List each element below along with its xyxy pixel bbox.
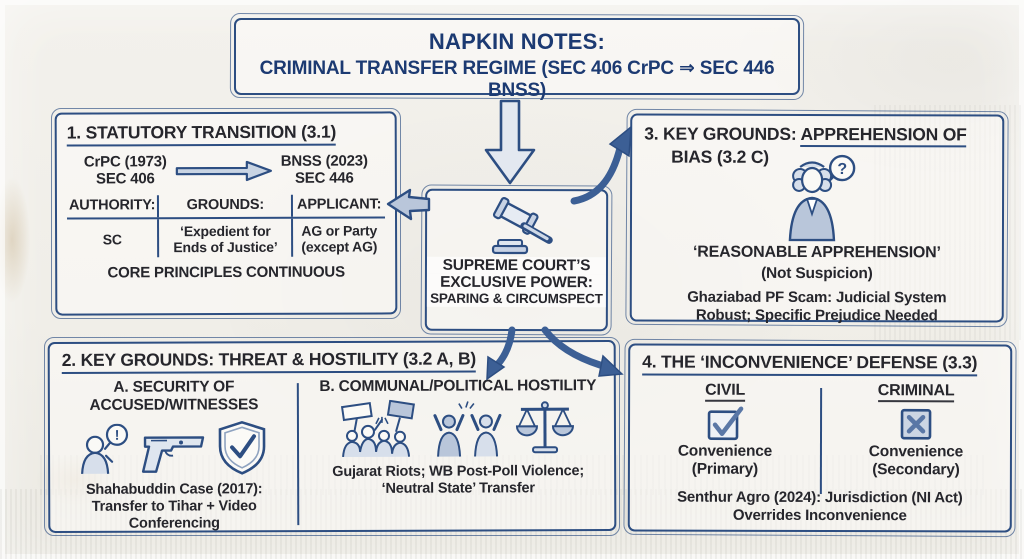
raised-arms-crowd-icon <box>433 400 502 457</box>
center-line2: EXCLUSIVE POWER: <box>426 273 606 292</box>
svg-text:?: ? <box>837 161 847 178</box>
apprehension-of-bias-box: 3. KEY GROUNDS: APPREHENSION OF BIAS (3.… <box>629 113 1005 325</box>
right-block-arrow-icon <box>175 160 272 182</box>
civil-line2: (Primary) <box>691 460 759 478</box>
box3-title-line2: BIAS (3.2 C) <box>671 146 769 167</box>
center-line3: SPARING & CIRCUMSPECT <box>426 290 606 308</box>
col-applicant-header: APPLICANT: <box>292 194 386 218</box>
box1-title: 1. STATUTORY TRANSITION (3.1) <box>66 121 337 147</box>
box3-title-underlined: APPREHENSION OF <box>800 123 967 148</box>
person-alert-icon: ! <box>81 423 129 474</box>
center-hub-box: SUPREME COURT’S EXCLUSIVE POWER: SPARING… <box>424 188 609 332</box>
up-right-arrowhead-icon <box>608 125 632 158</box>
title-banner: NAPKIN NOTES: CRIMINAL TRANSFER REGIME (… <box>234 18 800 101</box>
principles-table: AUTHORITY: GROUNDS: APPLICANT: SC ‘Exped… <box>66 194 386 258</box>
svg-text:!: ! <box>115 427 120 443</box>
page-title: NAPKIN NOTES: <box>428 29 606 54</box>
civil-column: CIVIL Convenience (Primary) <box>634 381 816 478</box>
section-a-note-line2: Transfer to Tihar + Video Conferencing <box>91 498 257 532</box>
section-b-heading: B. COMMUNAL/POLITICAL HOSTILITY <box>319 377 597 396</box>
section-a-heading-line2: ACCUSED/WITNESSES <box>89 395 259 414</box>
security-section: A. SECURITY OF ACCUSED/WITNESSES ! <box>54 378 295 533</box>
section-b-note-line2: ‘Neutral State’ Transfer <box>381 479 535 497</box>
checkbox-check-icon <box>707 406 744 441</box>
checkbox-x-icon <box>900 408 932 440</box>
bnss-section: SEC 446 <box>294 169 354 187</box>
pistol-icon <box>141 436 205 473</box>
box1-footer: CORE PRINCIPLES CONTINUOUS <box>107 263 345 282</box>
hostility-section: B. COMMUNAL/POLITICAL HOSTILITY <box>302 377 614 498</box>
statutory-transition-box: 1. STATUTORY TRANSITION (3.1) CrPC (1973… <box>54 111 398 316</box>
gavel-icon <box>491 196 553 255</box>
applicant-value: AG or Party (except AG) <box>292 217 386 257</box>
down-arrow-icon <box>484 99 536 185</box>
criminal-column: CRIMINAL Convenience (Secondary) <box>824 382 1008 478</box>
protest-signs-icon <box>340 399 415 457</box>
bnss-label: BNSS (2023) <box>280 152 368 170</box>
crpc-label: CrPC (1973) <box>83 153 167 171</box>
section-a-note-line1: Shahabuddin Case (2017): <box>85 481 263 498</box>
authority-value: SC <box>102 231 122 248</box>
crpc-section: SEC 406 <box>96 170 155 188</box>
box3-title-pre: 3. KEY GROUNDS: <box>644 123 801 144</box>
inconvenience-defense-box: 4. THE ‘INCONVENIENCE’ DEFENSE (3.3) CIV… <box>627 343 1013 533</box>
box2-column-divider <box>296 383 300 526</box>
box3-note-line2: Robust; Specific Prejudice Needed <box>695 306 938 325</box>
civil-heading: CIVIL <box>705 381 746 402</box>
threat-hostility-box: 2. KEY GROUNDS: THREAT & HOSTILITY (3.2 … <box>47 340 617 533</box>
criminal-line1: Convenience <box>868 443 964 461</box>
grounds-value: ‘Expedient for Ends of Justice’ <box>158 217 293 258</box>
box4-footer-line2: Overrides Inconvenience <box>732 506 907 525</box>
criminal-heading: CRIMINAL <box>877 382 955 403</box>
civil-line1: Convenience <box>677 442 773 460</box>
col-authority-header: AUTHORITY: <box>66 195 159 219</box>
box3-note-line1: Ghaziabad PF Scam: Judicial System <box>687 288 947 307</box>
box4-title: 4. THE ‘INCONVENIENCE’ DEFENSE (3.3) <box>642 351 978 377</box>
box2-title: 2. KEY GROUNDS: THREAT & HOSTILITY (3.2 … <box>61 348 477 374</box>
criminal-line2: (Secondary) <box>872 460 960 478</box>
box4-footer-line1: Senthur Agro (2024): Jurisdiction (NI Ac… <box>677 488 963 507</box>
judge-question-icon: ? <box>788 154 856 242</box>
center-line1: SUPREME COURT’S <box>426 256 607 275</box>
page-subtitle: CRIMINAL TRANSFER REGIME (SEC 406 CrPC ⇒… <box>259 58 775 101</box>
box4-column-divider <box>819 388 823 495</box>
box3-subtitle-line2: (Not Suspicion) <box>761 264 873 283</box>
scales-icon <box>515 400 574 453</box>
section-b-note-line1: Gujarat Riots; WB Post-Poll Violence; <box>332 462 585 480</box>
box3-subtitle-line1: ‘REASONABLE APPREHENSION’ <box>692 243 941 262</box>
shield-check-icon <box>218 420 266 475</box>
section-a-heading-line1: A. SECURITY OF <box>113 378 235 396</box>
col-grounds-header: GROUNDS: <box>158 194 293 219</box>
